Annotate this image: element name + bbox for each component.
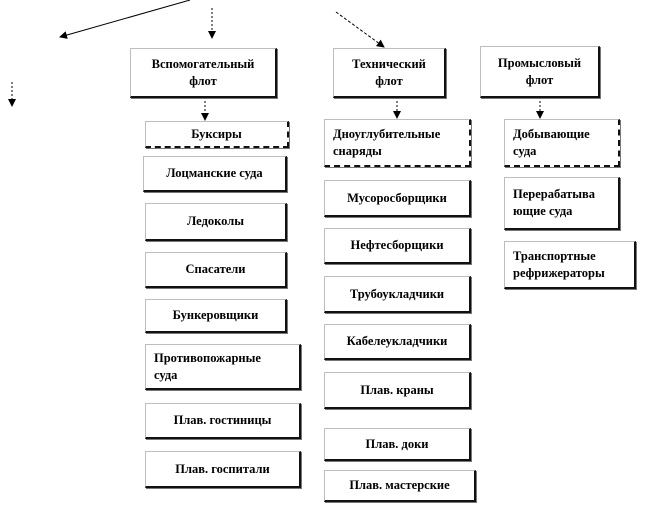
tech-item-floating-cranes: Плав. краны [324,372,471,409]
tech-item-garbage-collectors: Мусоросборщики [324,180,471,217]
tech-item-pipelayers: Трубоукладчики [324,276,471,313]
aux-item-icebreakers: Ледоколы [145,203,287,241]
aux-item-floating-hotels: Плав. гостиницы [145,403,301,439]
arrow-right-diagonal [335,11,385,48]
category-auxiliary-label: Вспомогательный флот [151,56,255,88]
aux-item-tugs: Буксиры [145,121,289,148]
aux-item-firefighting-vessels: Противопожарные суда [145,344,301,390]
tech-item-floating-workshops: Плав. мастерские [324,470,476,502]
aux-item-rescue-vessels: Спасатели [145,252,287,288]
aux-item-floating-hospitals: Плав. госпитали [145,451,301,488]
category-auxiliary-fleet: Вспомогательный флот [130,48,277,98]
category-technical-fleet: Технический флот [333,48,446,98]
tech-item-dredgers: Дноуглубительные снаряды [324,119,471,167]
arrow-left-diagonal [59,0,191,39]
fish-item-processing-vessels: Перерабатыва ющие суда [504,177,620,230]
tech-item-oil-skimmers: Нефтесборщики [324,228,471,264]
tech-item-floating-docks: Плав. доки [324,428,471,461]
fish-item-transport-refrigerators: Транспортные рефрижераторы [504,241,636,289]
aux-item-pilot-vessels: Лоцманские суда [143,156,287,192]
tech-item-cable-layers: Кабелеукладчики [324,324,471,360]
category-fishing-label: Промысловый флот [497,55,582,87]
category-technical-label: Технический флот [352,56,426,88]
aux-item-bunkering-vessels: Бункеровщики [145,299,287,333]
category-fishing-fleet: Промысловый флот [480,46,600,98]
fish-item-harvesting-vessels: Добывающие суда [504,119,620,167]
